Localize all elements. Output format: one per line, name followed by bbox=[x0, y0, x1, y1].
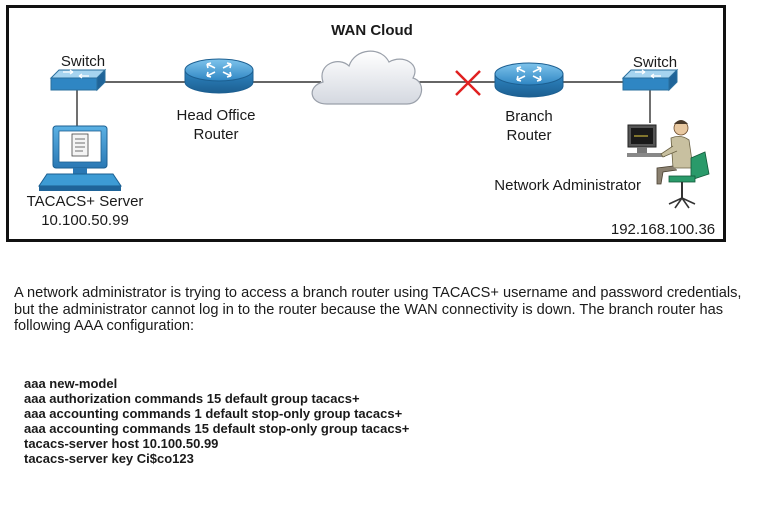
config-line: aaa authorization commands 15 default gr… bbox=[24, 391, 360, 406]
tacacs-server-label: TACACS+ Server bbox=[26, 193, 144, 210]
config-line: aaa new-model bbox=[24, 376, 118, 391]
link-down-x-icon bbox=[455, 70, 481, 96]
network-administrator-label: Network Administrator bbox=[494, 177, 641, 194]
config-line: tacacs-server key Ci$co123 bbox=[24, 451, 194, 466]
switch-left-label: Switch bbox=[60, 53, 106, 70]
branch-router-label-line1: Branch bbox=[505, 108, 553, 125]
switch-left-icon bbox=[49, 68, 107, 92]
config-line: aaa accounting commands 15 default stop-… bbox=[24, 421, 410, 436]
network-administrator-icon bbox=[627, 120, 710, 209]
branch-router-label-line2: Router bbox=[506, 127, 552, 144]
tacacs-server-ip: 10.100.50.99 bbox=[41, 212, 129, 229]
wan-cloud-icon bbox=[311, 50, 423, 105]
config-line: tacacs-server host 10.100.50.99 bbox=[24, 436, 219, 451]
admin-ip-label: 192.168.100.36 bbox=[610, 221, 716, 238]
aaa-config-block: aaa new-model aaa authorization commands… bbox=[24, 376, 409, 466]
topology-svg bbox=[38, 50, 710, 209]
branch-router-icon bbox=[494, 62, 564, 98]
switch-right-label: Switch bbox=[632, 54, 678, 71]
network-links bbox=[76, 81, 651, 128]
head-office-router-icon bbox=[184, 58, 254, 94]
network-diagram: WAN Cloud Switch Switch Head Office Rout… bbox=[6, 5, 726, 242]
tacacs-server-icon bbox=[38, 125, 122, 191]
wan-cloud-title: WAN Cloud bbox=[331, 22, 413, 39]
config-line: aaa accounting commands 1 default stop-o… bbox=[24, 406, 403, 421]
switch-right-icon bbox=[621, 68, 679, 92]
head-office-router-label-line1: Head Office bbox=[176, 107, 256, 124]
question-text: A network administrator is trying to acc… bbox=[14, 285, 742, 334]
head-office-router-label-line2: Router bbox=[193, 126, 239, 143]
